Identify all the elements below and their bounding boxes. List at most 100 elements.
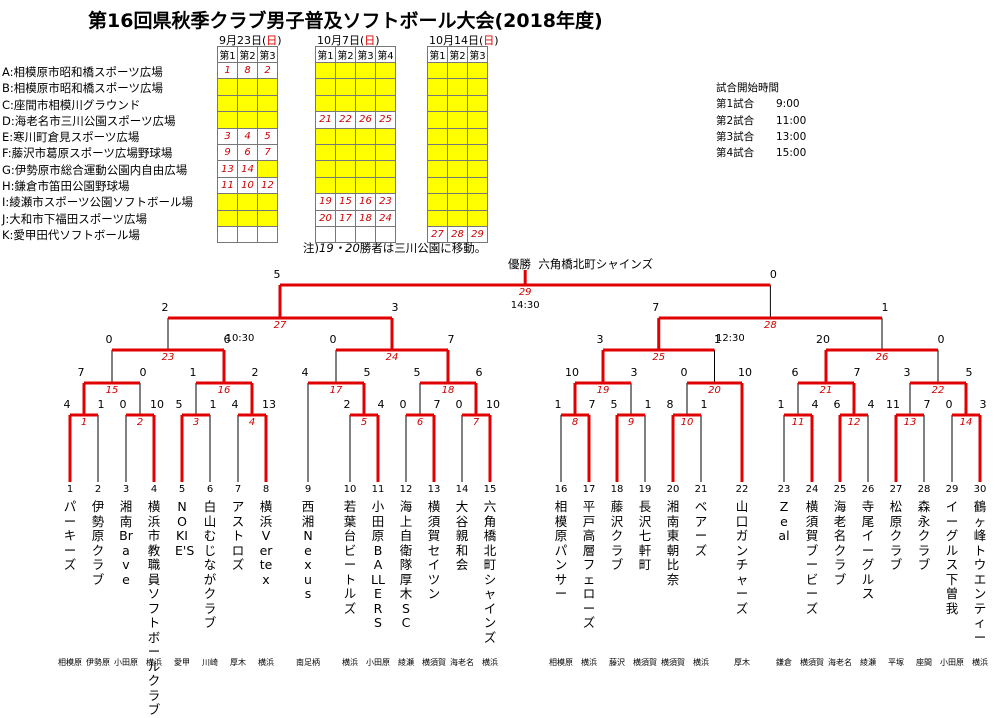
team-name: イーグルス下曽我 <box>945 499 959 616</box>
game-number: 10 <box>680 417 694 428</box>
venue-item: C:座間市相模川グラウンド <box>2 97 141 112</box>
schedule-header: 第2 <box>447 46 468 63</box>
schedule-cell: 23 <box>375 193 396 211</box>
schedule-header: 第1 <box>217 46 238 63</box>
match-score: 3 <box>979 398 987 411</box>
team-number: 18 <box>610 484 624 495</box>
match-score: 1 <box>644 398 652 411</box>
team-location: 小田原 <box>940 658 964 667</box>
team-number: 5 <box>178 484 186 495</box>
game-number: 20 <box>708 385 721 396</box>
schedule-cell: 17 <box>335 209 356 227</box>
match-score: 0 <box>329 333 337 346</box>
team-name: 西湘Nexus <box>301 499 315 601</box>
team-number: 15 <box>483 484 497 495</box>
match-score: 0 <box>937 333 945 346</box>
match-time: 12:30 <box>715 333 745 344</box>
schedule-header: 第3 <box>257 46 278 63</box>
schedule-cell <box>315 160 336 178</box>
schedule-cell <box>257 94 278 113</box>
match-score: 0 <box>119 398 127 411</box>
start-time-value: 15:00 <box>776 147 807 160</box>
team-name: 湘南Brave <box>119 499 133 587</box>
venue-item: E:寒川町倉見スポーツ広場 <box>2 130 140 145</box>
match-score: 3 <box>630 366 638 379</box>
game-number: 17 <box>329 385 343 396</box>
match-score: 7 <box>652 301 660 314</box>
schedule-cell: 27 <box>427 225 448 244</box>
schedule-date: 9月23日(日) <box>219 34 282 47</box>
schedule-cell <box>335 94 356 113</box>
team-number: 16 <box>554 484 568 495</box>
team-name: 湘南東朝比奈 <box>666 499 680 587</box>
start-time-label: 第2試合 <box>716 114 755 127</box>
team-number: 10 <box>343 484 357 495</box>
team-number: 20 <box>666 484 680 495</box>
team-number: 12 <box>399 484 413 495</box>
game-number: 11 <box>791 417 805 428</box>
match-score: 0 <box>680 366 688 379</box>
schedule-cell <box>257 225 278 244</box>
schedule-cell <box>447 176 468 195</box>
team-location: 小田原 <box>366 658 390 667</box>
team-location: 厚木 <box>230 658 246 667</box>
team-location: 川崎 <box>202 658 218 667</box>
game-number: 18 <box>441 385 455 396</box>
match-score: 7 <box>447 333 455 346</box>
schedule-cell <box>447 209 468 227</box>
team-name: 横須賀ブービーズ <box>805 499 819 616</box>
match-score: 6 <box>475 366 483 379</box>
team-location: 横須賀 <box>800 658 824 667</box>
team-number: 6 <box>206 484 214 495</box>
match-score: 1 <box>700 398 708 411</box>
match-score: 5 <box>363 366 371 379</box>
match-score: 3 <box>596 333 604 346</box>
team-number: 4 <box>150 484 158 495</box>
tournament-bracket <box>68 270 982 482</box>
team-location: 平塚 <box>888 658 904 667</box>
schedule-cell: 3 <box>217 127 238 145</box>
team-location: 横須賀 <box>633 658 657 667</box>
schedule-cell <box>355 225 376 244</box>
match-score: 5 <box>175 398 183 411</box>
schedule-cell <box>447 193 468 211</box>
match-score: 0 <box>945 398 953 411</box>
team-name: 大谷親和会 <box>455 499 469 572</box>
schedule-header: 第4 <box>375 46 396 63</box>
team-name: 森永クラブ <box>917 499 931 572</box>
team-location: 横浜 <box>482 658 498 667</box>
match-score: 6 <box>791 366 799 379</box>
schedule-dow: 日 <box>483 34 495 47</box>
schedule-cell <box>237 94 258 113</box>
schedule-cell <box>467 143 488 162</box>
schedule-date-text: 10月7日 <box>317 34 360 47</box>
game-number: 1 <box>80 417 88 428</box>
match-score: 1 <box>189 366 197 379</box>
team-location: 横浜 <box>146 658 162 667</box>
schedule-cell <box>427 193 448 211</box>
schedule-cell <box>315 78 336 96</box>
match-score: 6 <box>223 333 231 346</box>
schedule-cell <box>467 160 488 178</box>
team-number: 27 <box>889 484 903 495</box>
match-score: 7 <box>923 398 931 411</box>
match-score: 8 <box>666 398 674 411</box>
team-number: 30 <box>973 484 987 495</box>
champion: 優勝 六角橋北町シャインズ <box>508 256 653 272</box>
team-name: 小田原BALLERS <box>371 499 385 630</box>
venue-item: F:藤沢市葛原スポーツ広場野球場 <box>2 146 173 161</box>
schedule-header: 第3 <box>467 46 488 63</box>
match-score: 7 <box>588 398 596 411</box>
team-name: 海老名クラブ <box>833 499 847 587</box>
champion-team: 六角橋北町シャインズ <box>538 257 654 271</box>
venue-item: B:相模原市昭和橋スポーツ広場 <box>2 81 164 96</box>
team-name: 藤沢クラブ <box>610 499 624 572</box>
schedule-cell: 7 <box>257 143 278 162</box>
team-name: パーキーズ <box>63 499 77 572</box>
team-number: 8 <box>262 484 270 495</box>
schedule-cell <box>315 225 336 244</box>
